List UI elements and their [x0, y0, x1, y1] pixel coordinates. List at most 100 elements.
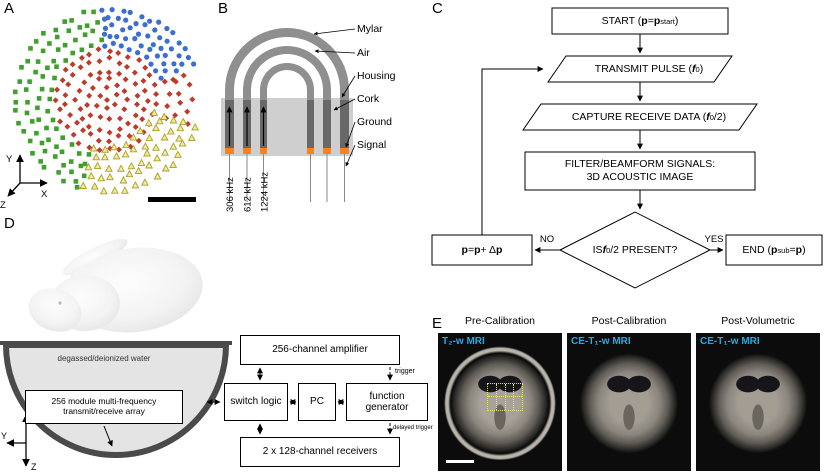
array-element-marker — [96, 75, 102, 82]
array-element-marker — [60, 135, 65, 140]
array-element-marker — [73, 37, 78, 43]
array-element-marker — [117, 164, 125, 172]
array-element-marker — [17, 79, 22, 84]
array-element-marker — [54, 34, 60, 40]
array-element-marker — [178, 139, 187, 147]
array-element-marker — [74, 185, 80, 190]
array-element-marker — [13, 108, 18, 113]
array-element-marker — [40, 48, 46, 54]
panel-e-mri: E Pre-Calibration Post-Calibration Post-… — [430, 315, 824, 473]
array-element-marker — [176, 123, 185, 132]
array-element-marker — [107, 48, 114, 55]
array-element-marker — [138, 43, 144, 49]
array-element-marker — [185, 54, 191, 61]
array-element-marker — [110, 142, 118, 151]
array-element-marker — [117, 115, 123, 122]
array-element-marker — [62, 19, 67, 24]
array-element-marker — [141, 87, 148, 94]
array-element-marker — [145, 161, 153, 169]
array-element-marker — [101, 31, 108, 37]
array-element-marker — [179, 61, 185, 67]
array-element-marker — [131, 180, 140, 189]
panel-d-setup: D — [0, 215, 433, 473]
array-element-marker — [132, 80, 139, 87]
array-element-marker — [125, 169, 134, 178]
array-element-marker — [191, 122, 200, 131]
array-element-marker — [70, 131, 77, 138]
array-element-marker — [176, 40, 182, 46]
array-element-marker — [87, 171, 96, 180]
pre-calibration-header: Pre-Calibration — [464, 315, 536, 327]
array-element-marker — [65, 81, 72, 88]
label-cork: Cork — [357, 93, 380, 105]
array-element-marker — [52, 75, 57, 81]
array-element-marker — [161, 78, 168, 85]
array-element-marker — [73, 179, 79, 184]
array-element-marker — [53, 154, 58, 159]
array-element-marker — [152, 27, 158, 33]
array-element-marker — [82, 32, 88, 37]
array-element-marker — [85, 59, 92, 66]
axis-triad — [7, 154, 48, 197]
array-element-marker — [169, 116, 178, 124]
array-element-marker — [139, 14, 145, 20]
array-element-marker — [24, 110, 30, 116]
array-element-marker — [153, 68, 159, 74]
array-element-marker — [186, 81, 193, 88]
array-element-marker — [147, 18, 153, 24]
function-generator-box: function generator — [346, 383, 428, 421]
array-element-marker — [166, 127, 175, 135]
array-element-marker — [140, 106, 147, 113]
array-element-marker — [40, 74, 46, 79]
panel-c-flowchart: C — [430, 0, 824, 335]
array-element-marker — [54, 126, 59, 131]
axis-z-label: Z — [0, 200, 6, 211]
array-element-marker — [67, 112, 74, 118]
array-element-marker — [99, 37, 104, 43]
housing-block — [221, 98, 353, 156]
freq-612khz-label: 612 kHz — [243, 177, 254, 212]
array-element-marker — [62, 92, 69, 99]
array-element-marker — [64, 123, 71, 130]
label-mylar: Mylar — [357, 23, 383, 35]
array-element-marker — [173, 68, 179, 74]
array-element-marker — [164, 25, 170, 32]
array-element-marker — [57, 106, 63, 113]
array-element-marker — [82, 161, 88, 167]
array-element-marker — [116, 70, 123, 77]
filter-node-label: FILTER/BEAMFORM SIGNALS:3D ACOUSTIC IMAG… — [564, 158, 716, 183]
array-element-marker — [50, 117, 56, 123]
array-element-marker — [104, 164, 113, 172]
array-element-marker — [49, 87, 55, 93]
array-element-marker — [184, 108, 191, 115]
array-element-marker — [127, 25, 133, 31]
array-element-marker — [144, 98, 151, 104]
array-element-marker — [79, 47, 85, 53]
signal-wires — [229, 154, 345, 202]
yes-branch-label: YES — [704, 234, 724, 246]
axis-y-label: Y — [6, 154, 13, 165]
array-element-marker — [175, 134, 184, 142]
array-element-marker — [147, 46, 153, 53]
array-element-marker — [158, 45, 164, 52]
array-element-marker — [118, 43, 124, 49]
array-element-marker — [162, 68, 168, 74]
label-signal: Signal — [357, 139, 386, 151]
loop-back-arrow — [481, 66, 544, 235]
array-element-marker — [154, 53, 160, 59]
array-element-marker — [69, 18, 74, 23]
array-element-marker — [169, 160, 178, 169]
array-element-marker — [169, 142, 178, 150]
delayed-trigger-label: delayed trigger — [393, 425, 433, 431]
array-element-marker — [84, 102, 91, 108]
array-element-marker — [95, 46, 102, 53]
array-element-marker — [19, 65, 24, 70]
array-element-marker — [123, 17, 129, 23]
array-element-marker — [100, 152, 109, 161]
array-element-marker — [62, 66, 69, 73]
array-element-marker — [93, 102, 100, 109]
array-element-marker — [168, 46, 174, 52]
